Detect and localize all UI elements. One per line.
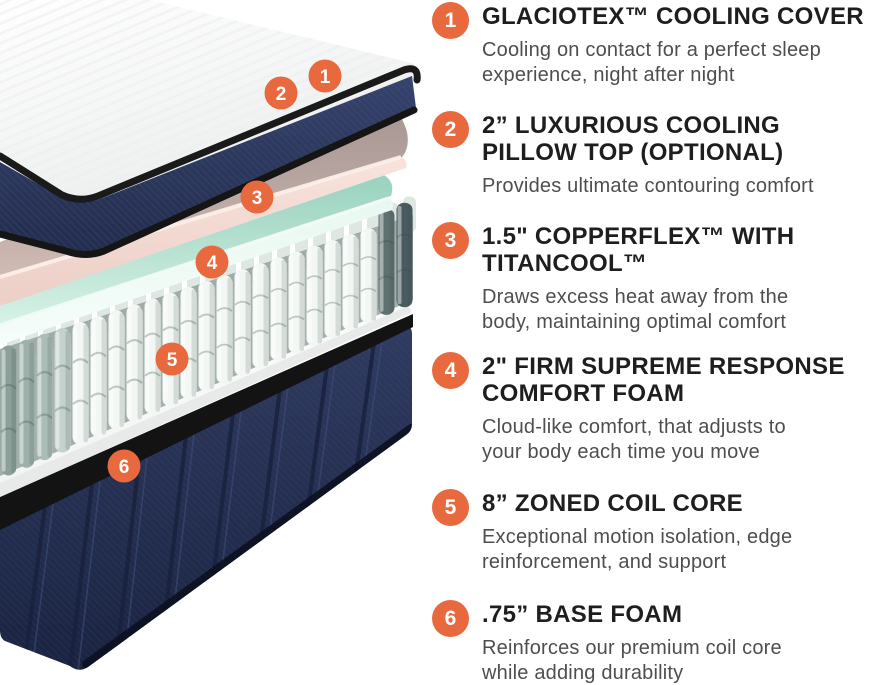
callout-badge-1: 1 xyxy=(308,59,342,93)
cover-top-piping xyxy=(0,65,421,203)
callout-badge-3: 3 xyxy=(240,180,274,214)
callout-badge-6: 6 xyxy=(107,449,141,483)
callout-badge-4: 4 xyxy=(195,245,229,279)
cover-bottom-piping xyxy=(0,106,418,258)
svg-text:1: 1 xyxy=(320,67,331,88)
legend-item-5: 5 8” ZONED COIL CORE Exceptional motion … xyxy=(432,489,894,574)
mattress-illustration: 1 2 3 4 5 6 xyxy=(0,0,421,670)
legend-item-1: 1 GLACIOTEX™ COOLING COVER Cooling on co… xyxy=(432,2,894,87)
legend-title-5: 8” ZONED COIL CORE xyxy=(482,490,743,517)
svg-text:2: 2 xyxy=(276,84,287,105)
layer-copperflex xyxy=(0,174,393,345)
svg-text:3: 3 xyxy=(252,188,263,209)
layer-top-cover xyxy=(0,0,421,258)
base-foam-shadow-gap xyxy=(0,314,413,530)
legend-badge-4: 4 xyxy=(432,352,469,389)
svg-text:6: 6 xyxy=(119,457,130,478)
callout-badge-5: 5 xyxy=(155,342,189,376)
mattress-callout-badges: 1 2 3 4 5 6 xyxy=(107,59,342,483)
legend-badge-2: 2 xyxy=(432,111,469,148)
legend-item-6: 6 .75” BASE FOAM Reinforces our premium … xyxy=(432,600,894,685)
legend-badge-3: 3 xyxy=(432,222,469,259)
legend-badge-5: 5 xyxy=(432,489,469,526)
legend-description-2: Provides ultimate contouring comfort xyxy=(482,175,814,197)
svg-text:4: 4 xyxy=(207,253,218,274)
legend-title-1: GLACIOTEX™ COOLING COVER xyxy=(482,3,864,30)
legend-title-6: .75” BASE FOAM xyxy=(482,601,683,628)
svg-text:5: 5 xyxy=(167,350,178,371)
callout-badge-2: 2 xyxy=(264,76,298,110)
legend-badge-1: 1 xyxy=(432,2,469,39)
legend-badge-6: 6 xyxy=(432,600,469,637)
